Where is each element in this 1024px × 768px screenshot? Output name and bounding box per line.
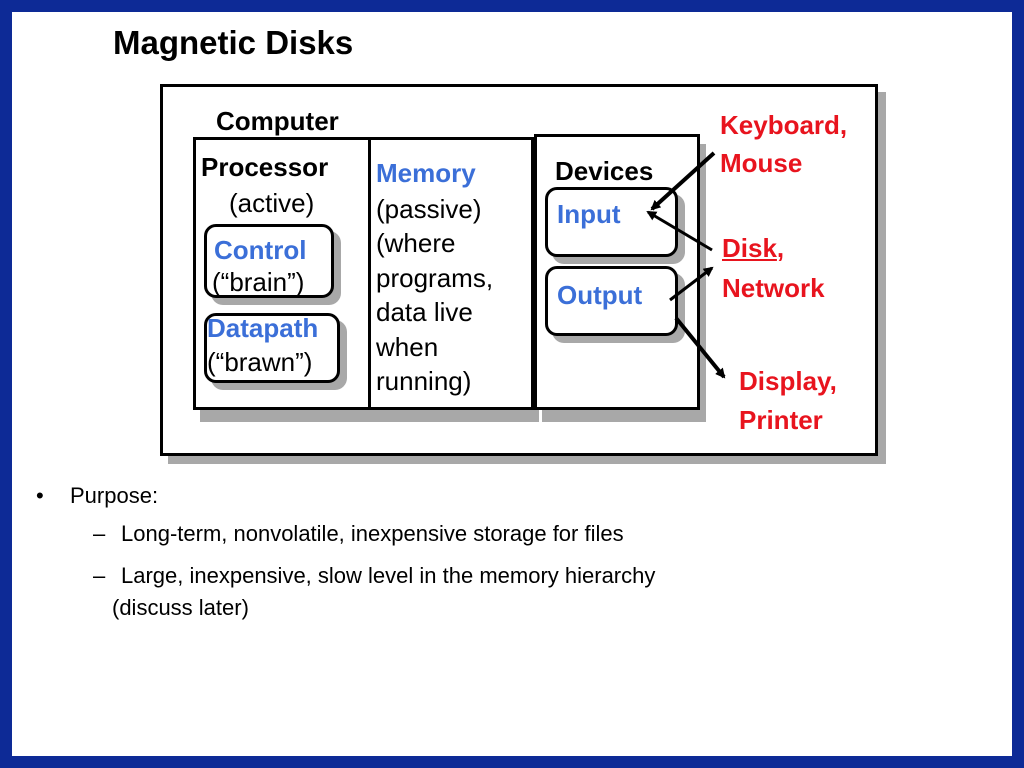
bullet-heading: Purpose: [70, 483, 159, 508]
dash-marker: – [93, 521, 106, 546]
display-comma: , [829, 366, 837, 396]
keyboard-text: Keyboard [720, 110, 840, 140]
network-label: Network [722, 273, 825, 303]
datapath-box [204, 313, 340, 383]
memory-box [368, 137, 534, 410]
disk-comma: , [776, 233, 785, 263]
control-box [204, 224, 334, 298]
processor-note: (active) [229, 188, 315, 218]
disk-label: Disk, [722, 233, 784, 264]
disk-arrow-in [646, 210, 713, 252]
memory-line: (passive) [376, 194, 482, 224]
dash-marker: – [93, 563, 106, 588]
devices-label: Devices [555, 156, 654, 186]
display-label: Display, [739, 366, 837, 397]
display-text: Display [739, 366, 830, 396]
keyboard-label: Keyboard, [720, 110, 847, 141]
mouse-label: Mouse [720, 148, 803, 178]
datapath-note: (“brawn”) [207, 347, 313, 377]
control-label: Control [214, 235, 307, 265]
disk-text: Disk [722, 233, 777, 263]
datapath-label: Datapath [207, 313, 319, 343]
memory-line: when [376, 332, 439, 362]
memory-label: Memory [376, 158, 476, 188]
output-label: Output [557, 280, 643, 310]
output-box [545, 266, 678, 336]
memory-line: programs, [376, 263, 494, 293]
printer-label: Printer [739, 405, 823, 435]
keyboard-arrow [650, 151, 716, 211]
disk-arrow-out [669, 266, 714, 302]
input-label: Input [557, 199, 621, 229]
bullet-item: Long-term, nonvolatile, inexpensive stor… [121, 521, 624, 546]
memory-line: data live [376, 297, 473, 327]
display-arrow [674, 316, 726, 379]
input-box [545, 187, 678, 257]
computer-label: Computer [216, 106, 339, 136]
slide-title: Magnetic Disks [113, 24, 354, 61]
bullet-item: Large, inexpensive, slow level in the me… [121, 563, 656, 588]
memory-line: running) [376, 366, 472, 396]
keyboard-comma: , [839, 110, 848, 140]
control-note: (“brain”) [212, 267, 305, 297]
processor-label: Processor [201, 152, 329, 182]
bullet-item-continuation: (discuss later) [112, 595, 249, 620]
bullet-marker: • [36, 483, 44, 508]
memory-line: (where [376, 228, 456, 258]
